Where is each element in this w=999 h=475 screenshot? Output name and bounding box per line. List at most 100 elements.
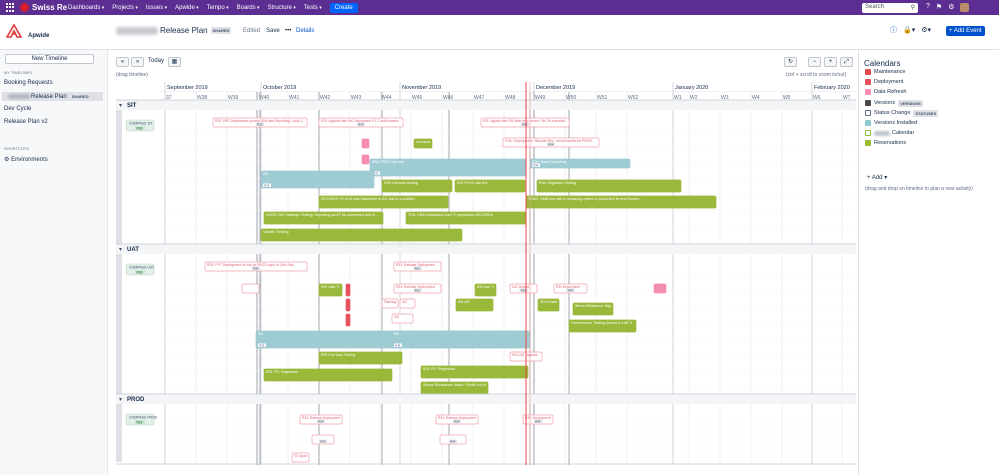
timeline-event[interactable] <box>318 283 343 297</box>
timeline-event[interactable] <box>263 368 393 382</box>
save-button[interactable]: Save <box>266 28 280 34</box>
environment-chip[interactable] <box>125 119 155 132</box>
menu-apwide[interactable]: Apwide <box>175 5 199 11</box>
more-button[interactable]: ••• <box>285 28 292 34</box>
timeline-event[interactable] <box>260 170 375 189</box>
calendar-item[interactable]: Reservations <box>865 140 906 147</box>
redacted-text <box>874 130 890 136</box>
calendar-item-badge: STATUSES <box>913 109 939 117</box>
timeline-event[interactable] <box>413 138 433 149</box>
version-badge-label: R33 <box>415 289 421 293</box>
group-scroll-indicator[interactable] <box>116 110 122 244</box>
sidebar-item-environments[interactable]: ⚙ Environments <box>4 156 48 163</box>
today-button[interactable]: Today <box>148 58 165 64</box>
version-badge <box>413 288 422 292</box>
sidebar-item-release-plan-v2[interactable]: Release Plan v2 <box>4 119 48 125</box>
new-timeline-button[interactable]: New Timeline <box>5 54 94 64</box>
lock-icon[interactable]: 🔒▾ <box>903 27 916 34</box>
apwide-brand[interactable]: Apwide <box>6 24 49 39</box>
create-button[interactable]: Create <box>329 2 358 13</box>
version-badge <box>319 439 327 443</box>
timeline-event[interactable] <box>345 283 351 297</box>
timeline-event[interactable] <box>260 228 463 242</box>
event-label: R33: Release Deployment <box>396 285 435 289</box>
info-icon[interactable]: ⓘ <box>890 27 897 34</box>
calendar-item[interactable]: Calendar <box>865 130 915 137</box>
timeline-event[interactable] <box>653 283 667 294</box>
event-label: UAT Upgrad <box>512 285 529 289</box>
calendar-item[interactable]: Versions Installed <box>865 120 917 126</box>
calendar-item[interactable]: Deployment <box>865 79 903 86</box>
timeline-event[interactable] <box>381 179 453 193</box>
calendar-item[interactable]: Data Refresh <box>865 89 906 96</box>
calendar-item[interactable]: Maintenance <box>865 69 906 75</box>
menu-boards[interactable]: Boards <box>237 5 260 11</box>
fullscreen-icon[interactable]: ⤢ <box>840 57 853 67</box>
timeline-event[interactable] <box>345 313 351 327</box>
zoom-out-button[interactable]: − <box>808 57 821 67</box>
redacted-text <box>8 93 30 99</box>
timeline-event[interactable] <box>568 319 637 333</box>
version-badge <box>449 439 457 443</box>
timeline-event[interactable] <box>241 283 260 294</box>
group-scroll-indicator[interactable] <box>116 254 122 394</box>
timeline-event[interactable] <box>263 211 384 225</box>
group-scroll-indicator[interactable] <box>116 404 122 462</box>
timeline-event[interactable] <box>291 452 310 463</box>
menu-projects[interactable]: Projects <box>112 5 138 11</box>
add-calendar-button[interactable]: + Add ▾ <box>867 175 888 181</box>
sidebar-item-booking-requests[interactable]: Booking Requests <box>4 80 53 86</box>
timeline-event[interactable] <box>318 195 449 209</box>
timeline-event[interactable] <box>391 330 530 349</box>
details-link[interactable]: Details <box>296 28 315 34</box>
settings-icon[interactable]: ⚙ <box>948 4 955 11</box>
chevron-down-icon[interactable]: ▾ <box>119 103 122 109</box>
logo[interactable]: Swiss Re <box>6 3 68 12</box>
menu-tests[interactable]: Tests <box>304 5 322 11</box>
redacted-text <box>116 26 158 35</box>
environment-chip[interactable] <box>125 413 155 426</box>
calendar-item-label: Calendar <box>892 130 915 137</box>
menu-issues[interactable]: Issues <box>146 5 167 11</box>
timeline-event[interactable] <box>345 298 351 312</box>
timeline-event[interactable] <box>536 179 682 193</box>
chevron-down-icon[interactable]: ▾ <box>119 397 122 403</box>
timeline-event[interactable] <box>420 365 529 379</box>
environment-chip[interactable] <box>125 263 155 276</box>
timeline-event[interactable] <box>381 298 399 309</box>
timeline-event[interactable] <box>361 154 370 165</box>
timeline-event[interactable] <box>454 179 526 193</box>
timeline-event[interactable] <box>361 138 370 149</box>
notifications-icon[interactable]: ⚑ <box>935 4 943 11</box>
gear-icon[interactable]: ⚙▾ <box>921 27 932 34</box>
timeline-event[interactable] <box>391 313 414 324</box>
timeline-event[interactable] <box>572 302 614 316</box>
search-input[interactable]: Search ⚲ <box>862 3 918 13</box>
avatar[interactable] <box>960 3 970 12</box>
week-label: W44 <box>381 95 392 101</box>
refresh-icon[interactable]: ↻ <box>784 57 797 67</box>
menu-dashboards[interactable]: Dashboards <box>68 5 104 11</box>
timeline-event[interactable] <box>455 298 494 312</box>
add-event-button[interactable]: + Add Event <box>946 26 985 36</box>
timeline-event[interactable] <box>537 298 560 312</box>
calendar-icon[interactable]: ▦ <box>168 57 182 67</box>
menu-tempo[interactable]: Tempo <box>207 5 229 11</box>
help-icon[interactable]: ? <box>926 3 930 10</box>
timeline-event[interactable] <box>474 283 497 297</box>
timeline-event[interactable] <box>318 351 403 365</box>
chevron-down-icon[interactable]: ▾ <box>119 247 122 253</box>
sidebar-item-dev-cycle[interactable]: Dev Cycle <box>4 106 32 112</box>
menu-structure[interactable]: Structure <box>268 5 296 11</box>
next-button[interactable]: » <box>131 57 144 67</box>
version-badge <box>521 122 529 126</box>
zoom-in-button[interactable]: + <box>824 57 837 67</box>
prev-button[interactable]: « <box>116 57 129 67</box>
app-switcher-icon[interactable] <box>6 3 15 12</box>
month-label: December 2019 <box>536 85 575 91</box>
timeline-event[interactable] <box>399 298 416 309</box>
